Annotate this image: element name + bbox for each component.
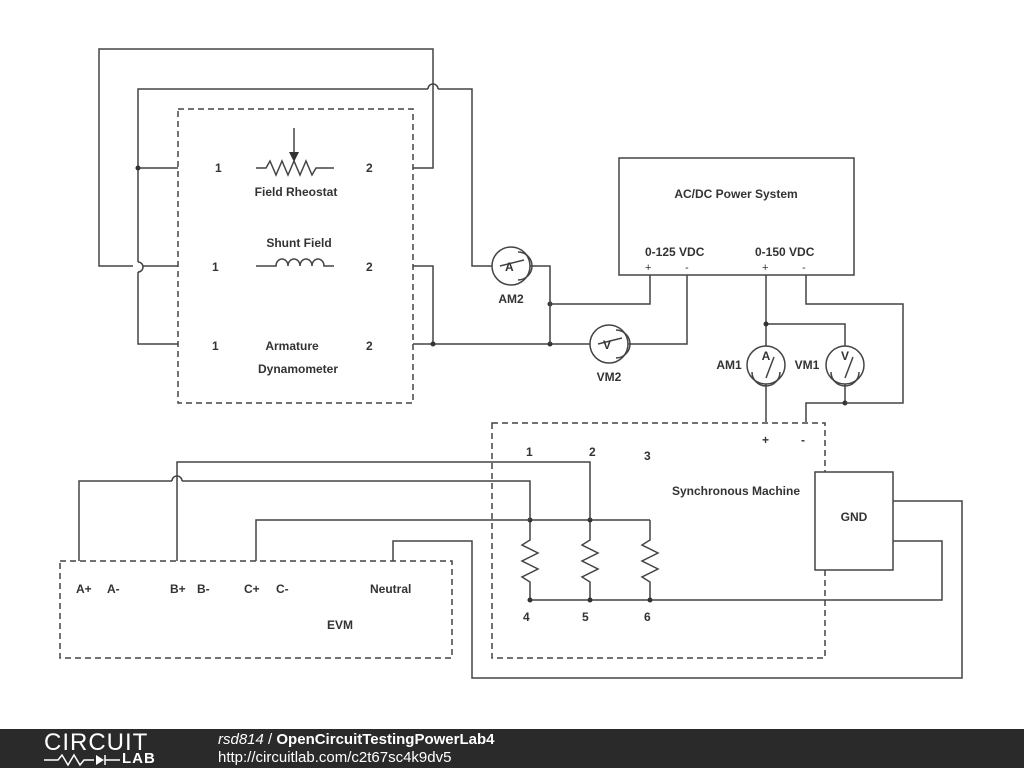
dc150-plus: + — [762, 262, 768, 274]
ammeter-am2: A AM2 — [491, 246, 533, 306]
voltmeter-vm1: V VM1 — [795, 345, 865, 387]
gnd-block: GND — [814, 471, 894, 571]
dc125-label: 0-125 VDC — [645, 245, 705, 259]
evm-b-plus: B+ — [170, 582, 186, 596]
rheostat-pin2: 2 — [366, 161, 373, 175]
field-rheostat: 1 2 Field Rheostat — [215, 128, 373, 199]
logo-wave-icon — [44, 753, 120, 767]
evm-neutral: Neutral — [370, 582, 411, 596]
armature: 1 Armature 2 — [212, 339, 373, 353]
armature-pin2: 2 — [366, 339, 373, 353]
logo-text-bottom: LAB — [122, 750, 156, 767]
am2-label: AM2 — [498, 292, 524, 306]
am2-symbol: A — [505, 260, 514, 274]
field-rheostat-label: Field Rheostat — [255, 185, 338, 199]
dynamometer-block: Dynamometer 1 2 Field Rheostat Shunt Fie… — [177, 108, 414, 404]
dynamometer-wiring — [98, 48, 688, 347]
armature-pin1: 1 — [212, 339, 219, 353]
evm-title: EVM — [327, 618, 353, 632]
vm1-label: VM1 — [795, 358, 820, 372]
gnd-label: GND — [841, 510, 868, 524]
voltmeter-vm2: V VM2 — [589, 324, 631, 384]
armature-label: Armature — [265, 339, 319, 353]
sync-machine-boundary — [491, 422, 826, 659]
ac-dc-power-system: AC/DC Power System 0-125 VDC + - 0-150 V… — [618, 157, 855, 276]
evm-a-plus: A+ — [76, 582, 92, 596]
gnd-box — [814, 471, 894, 571]
sync-machine-title: Synchronous Machine — [672, 484, 800, 498]
evm-c-minus: C- — [276, 582, 289, 596]
shunt-pin2: 2 — [366, 260, 373, 274]
dc150-minus: - — [802, 262, 806, 274]
rheostat-pin1: 1 — [215, 161, 222, 175]
footer-title: rsd814 / OpenCircuitTestingPowerLab4 — [218, 731, 494, 749]
evm-wiring — [78, 461, 963, 679]
schematic-diagram: Dynamometer 1 2 Field Rheostat Shunt Fie… — [59, 48, 963, 679]
dc125-minus: - — [685, 262, 689, 274]
terminal-2: 2 — [589, 445, 596, 459]
dc150-label: 0-150 VDC — [755, 245, 815, 259]
vm2-label: VM2 — [597, 370, 622, 384]
evm-block: A+ A- B+ B- C+ C- Neutral EVM — [59, 560, 453, 659]
footer-bar: CIRCUIT LAB rsd814 / OpenCircuitTestingP… — [0, 729, 1024, 768]
shunt-field-coil: Shunt Field 1 2 — [212, 236, 373, 274]
footer-project[interactable]: OpenCircuitTestingPowerLab4 — [276, 731, 495, 748]
circuitlab-logo[interactable]: CIRCUIT LAB — [44, 731, 174, 767]
terminal-3: 3 — [644, 449, 651, 463]
dynamometer-boundary — [177, 108, 414, 404]
evm-b-minus: B- — [197, 582, 210, 596]
vm2-symbol: V — [603, 338, 611, 352]
power-to-machine-wiring — [763, 275, 904, 422]
vm1-symbol: V — [841, 349, 849, 363]
ammeter-am1: A AM1 — [716, 345, 786, 387]
terminal-5: 5 — [582, 610, 589, 624]
evm-c-plus: C+ — [244, 582, 260, 596]
evm-a-minus: A- — [107, 582, 120, 596]
shunt-field-label: Shunt Field — [266, 236, 331, 250]
logo-text-top: CIRCUIT — [44, 729, 149, 756]
sync-plus: + — [762, 433, 769, 447]
dynamometer-title: Dynamometer — [258, 362, 338, 376]
footer-separator: / — [263, 731, 277, 748]
power-system-title: AC/DC Power System — [674, 187, 797, 201]
terminal-6: 6 — [644, 610, 651, 624]
footer-url[interactable]: http://circuitlab.com/c2t67sc4k9dv5 — [218, 749, 452, 766]
dc125-plus: + — [645, 262, 651, 274]
shunt-pin1: 1 — [212, 260, 219, 274]
power-system-box — [618, 157, 855, 276]
sync-minus: - — [801, 433, 805, 447]
am1-symbol: A — [762, 349, 771, 363]
evm-boundary — [59, 560, 453, 659]
terminal-4: 4 — [523, 610, 530, 624]
terminal-1: 1 — [526, 445, 533, 459]
am1-label: AM1 — [716, 358, 742, 372]
footer-user[interactable]: rsd814 — [218, 731, 264, 748]
